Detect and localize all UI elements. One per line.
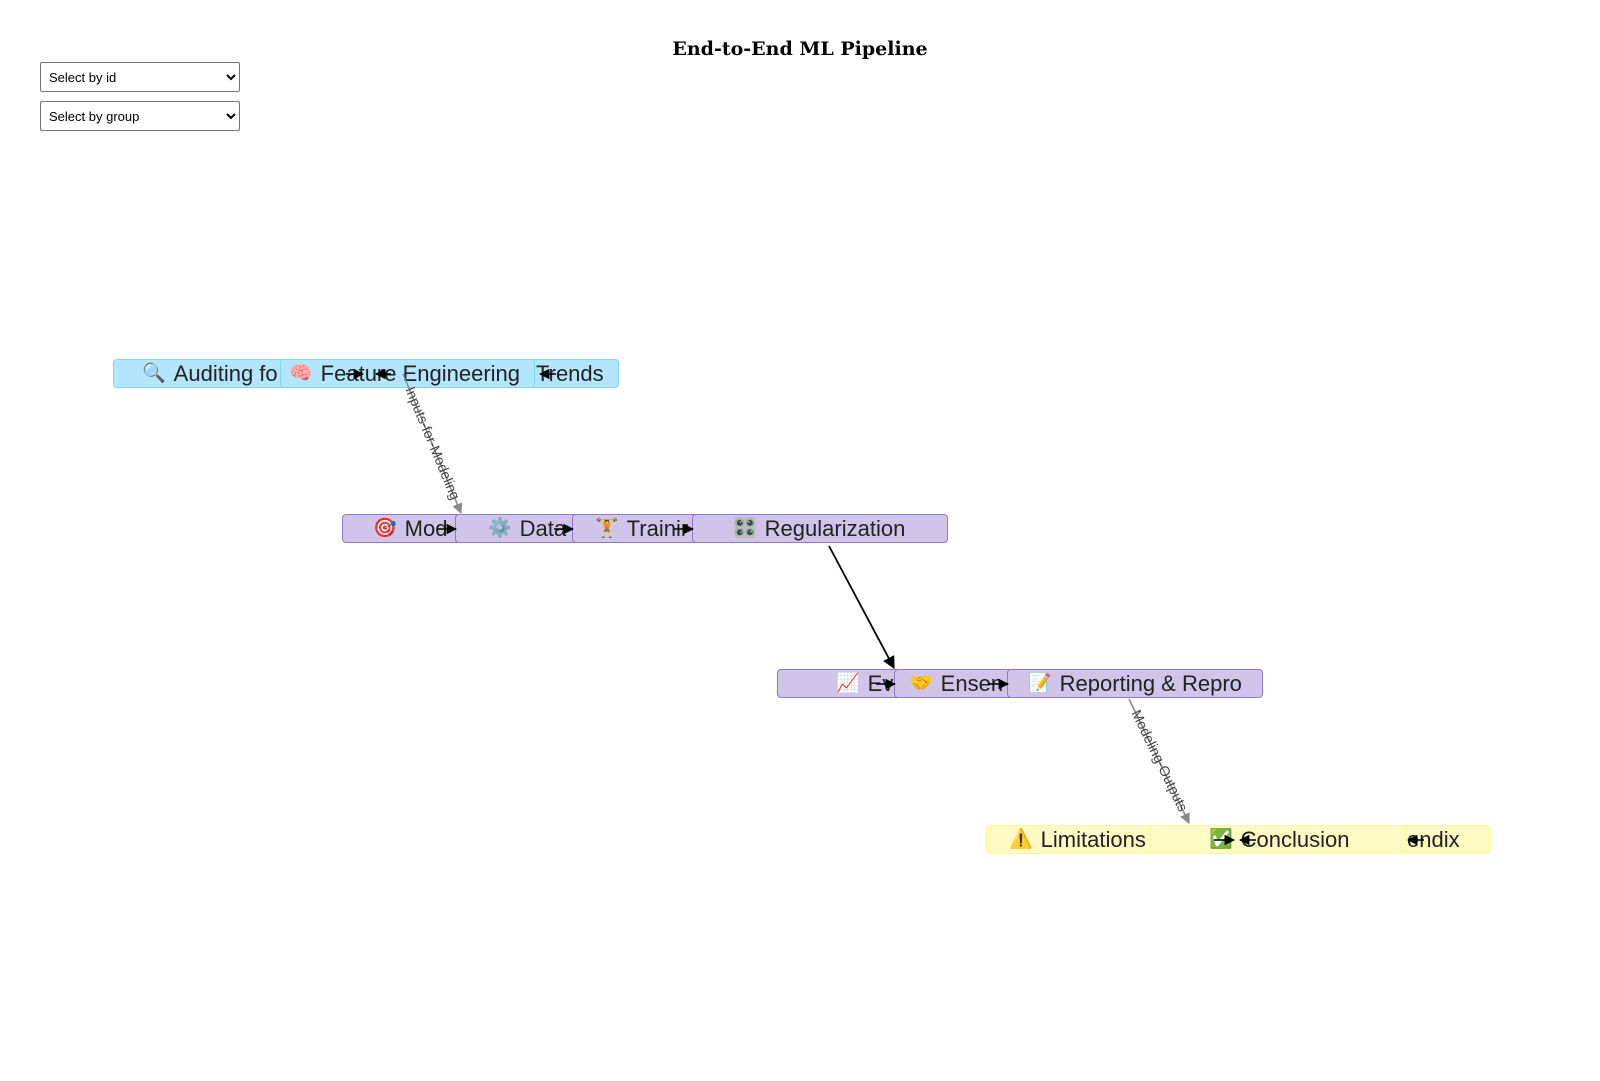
node-label: Limitations <box>1040 826 1146 852</box>
select-by-id[interactable]: Select by id <box>40 62 240 92</box>
node-data[interactable]: ⚙️ Data <box>455 514 580 543</box>
node-model[interactable]: 🎯 Mod <box>342 514 464 543</box>
node-feature-engineering[interactable]: 🧠 Feature Engineering <box>280 359 535 388</box>
node-label: Auditing fo <box>173 360 278 386</box>
edge-modeling-outputs <box>1128 698 1190 824</box>
node-reporting[interactable]: 📝 Reporting & Repro <box>1007 669 1263 698</box>
node-label: Ev <box>867 670 894 696</box>
node-label: Ensen <box>940 670 1004 696</box>
node-auditing[interactable]: 🔍 Auditing fo <box>113 359 310 388</box>
control-knobs-icon: 🎛️ <box>733 518 757 539</box>
node-evaluation[interactable]: 📈 Ev <box>777 669 908 698</box>
node-label: Feature Engineering <box>320 360 521 386</box>
chart-increasing-icon: 📈 <box>836 673 860 694</box>
node-label: Trends <box>536 360 604 386</box>
edge-label-outputs: Modeling-Outputs <box>1129 707 1192 814</box>
node-label: Conclusion <box>1240 826 1350 852</box>
handshake-icon: 🤝 <box>909 673 933 694</box>
edge-inputs-for-modeling <box>402 373 463 514</box>
edge-label-outputs-text: Modeling-Outputs <box>1129 707 1192 814</box>
node-label: Data <box>519 515 567 541</box>
magnifier-icon: 🔍 <box>142 363 166 384</box>
node-limitations[interactable]: ⚠️ Limitations <box>986 825 1156 854</box>
node-label: Mod <box>404 515 448 541</box>
weightlifter-icon: 🏋️ <box>595 518 619 539</box>
page-title: End-to-End ML Pipeline <box>672 38 928 60</box>
target-icon: 🎯 <box>373 518 397 539</box>
edge-regularization-to-evaluation <box>828 545 895 670</box>
check-mark-icon: ✅ <box>1209 829 1233 850</box>
node-label: Regularization <box>764 515 906 541</box>
node-training[interactable]: 🏋️ Trainir <box>572 514 699 543</box>
node-label: endix <box>1407 826 1460 852</box>
gear-icon: ⚙️ <box>488 518 512 539</box>
node-ensemble[interactable]: 🤝 Ensen <box>894 669 1016 698</box>
select-by-group[interactable]: Select by group <box>40 101 240 131</box>
edge-label-inputs: Inputs-for-Modeling <box>402 384 463 502</box>
node-label: Trainir <box>626 515 689 541</box>
node-regularization[interactable]: 🎛️ Regularization <box>692 514 948 543</box>
node-conclusion[interactable]: ✅ Conclusion <box>1150 825 1407 854</box>
edge-label-inputs-text: Inputs-for-Modeling <box>402 384 463 502</box>
warning-icon: ⚠️ <box>1009 829 1033 850</box>
brain-icon: 🧠 <box>289 363 313 384</box>
memo-icon: 📝 <box>1028 673 1052 694</box>
node-label: Reporting & Repro <box>1059 670 1242 696</box>
